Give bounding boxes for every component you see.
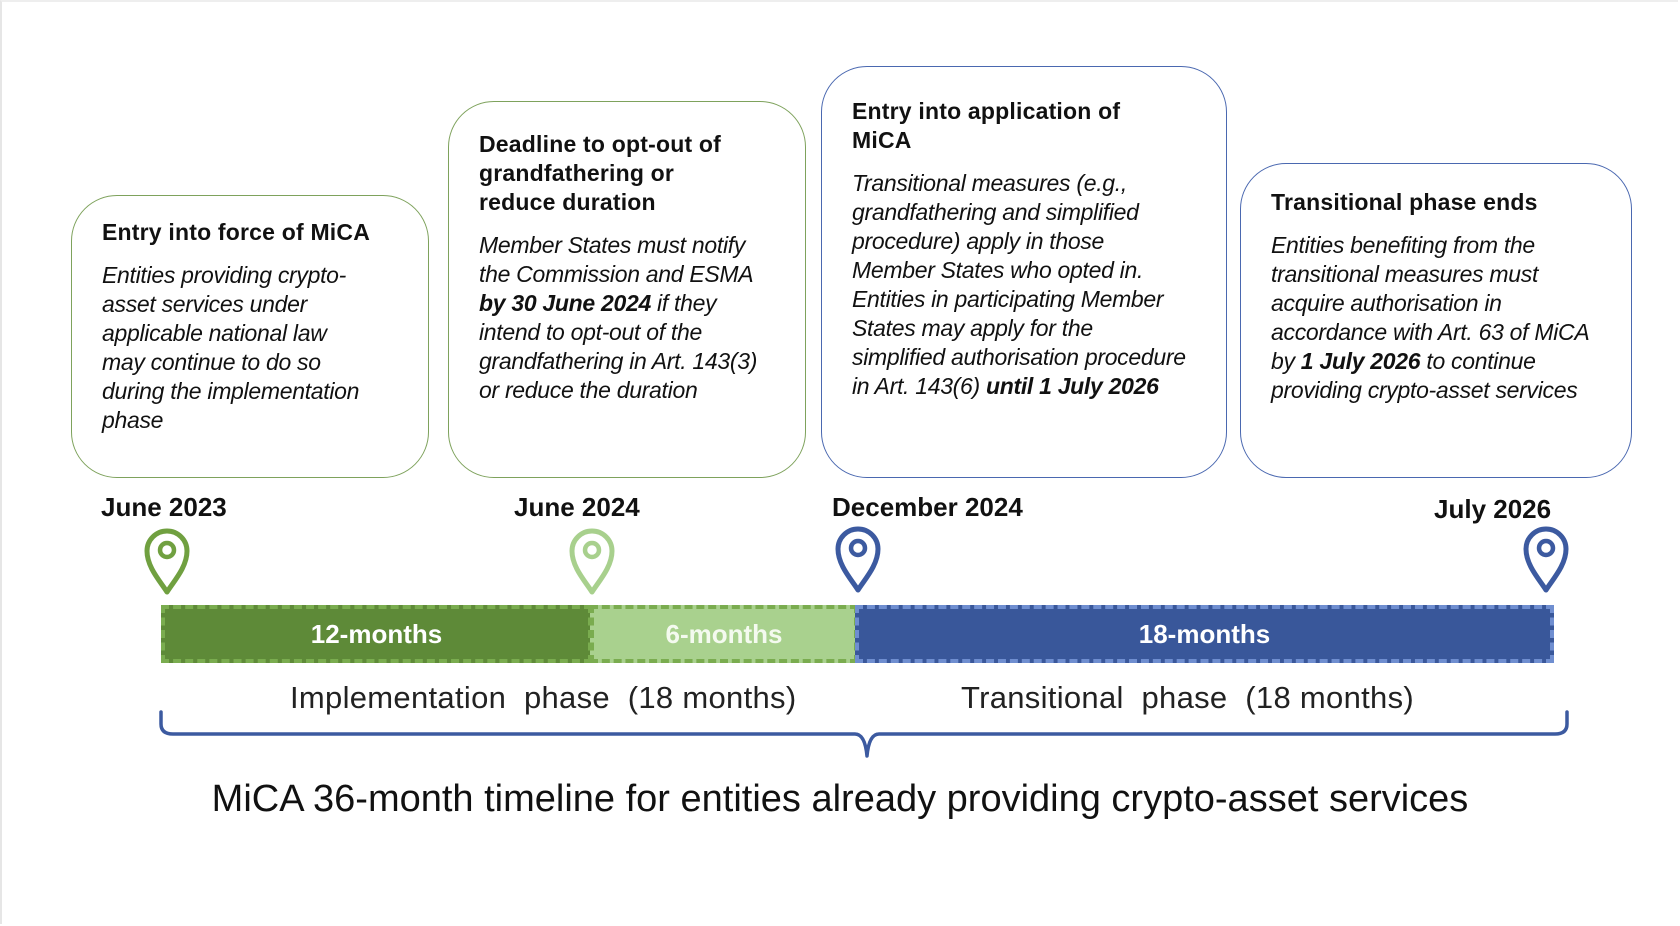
- card-body-text: Member States must notify the Commission…: [479, 232, 753, 287]
- timeline-segment-6-months: 6-months: [590, 605, 858, 663]
- location-pin-icon: [1523, 526, 1569, 593]
- implementation-phase-label: Implementation phase (18 months): [290, 680, 797, 715]
- card-title: Transitional phase ends: [1271, 189, 1538, 215]
- card-title: Entry into application of MiCA: [852, 97, 1190, 155]
- card-body-text: Transitional measures (e.g., grandfather…: [852, 170, 1186, 399]
- card-body-emphasis: until 1 July 2026: [985, 373, 1159, 399]
- card-title-line: grandfathering or: [479, 160, 675, 186]
- milestone-date-december-2024: December 2024: [832, 492, 1023, 522]
- milestone-date-july-2026: July 2026: [1434, 494, 1552, 524]
- location-pin-icon: [144, 528, 190, 595]
- card-body: Member States must notify the Commission…: [479, 231, 771, 405]
- card-transitional-phase-ends: Transitional phase ends Entities benefit…: [1240, 163, 1632, 478]
- card-body-line: may continue to do so: [102, 349, 321, 375]
- card-title: Deadline to opt-out of grandfathering or…: [479, 130, 771, 217]
- location-pin-icon: [569, 528, 615, 595]
- timeline-segment-12-months: 12-months: [161, 605, 592, 663]
- card-body: Entities benefiting from the transitiona…: [1271, 231, 1591, 405]
- card-body-text: Entities benefiting from the transitiona…: [1271, 232, 1589, 374]
- card-body-emphasis: 1 July 2026: [1300, 348, 1421, 374]
- timeline-brace: [159, 710, 1569, 758]
- transitional-phase-label: Transitional phase (18 months): [961, 680, 1414, 715]
- card-body-text: to continue providing crypto-asset servi…: [1271, 348, 1578, 403]
- card-title-line: MiCA: [852, 127, 912, 153]
- card-title: Entry into force of MiCA: [102, 219, 371, 245]
- card-body-line: during the implementation: [102, 378, 360, 404]
- card-body-line: asset services under: [102, 291, 307, 317]
- milestone-date-june-2024: June 2024: [514, 492, 640, 522]
- card-body-line: phase: [102, 407, 164, 433]
- location-pin-icon: [835, 526, 881, 593]
- card-entry-into-force: Entry into force of MiCA Entities provid…: [71, 195, 429, 478]
- card-title-line: reduce duration: [479, 189, 656, 215]
- card-opt-out-deadline: Deadline to opt-out of grandfathering or…: [448, 101, 806, 478]
- card-title-line: Deadline to opt-out of: [479, 131, 722, 157]
- card-title-line: Entry into application of: [852, 98, 1121, 124]
- card-body: Entities providing crypto- asset service…: [102, 261, 398, 435]
- card-body-text: if they intend to opt-out of the grandfa…: [479, 290, 758, 403]
- card-body: Transitional measures (e.g., grandfather…: [852, 169, 1190, 401]
- milestone-date-june-2023: June 2023: [101, 492, 227, 522]
- card-body-emphasis: by 30 June 2024: [479, 290, 651, 316]
- timeline-segment-18-months: 18-months: [855, 605, 1554, 663]
- figure-caption: MiCA 36-month timeline for entities alre…: [211, 778, 1469, 820]
- card-entry-into-application: Entry into application of MiCA Transitio…: [821, 66, 1227, 478]
- card-body-line: applicable national law: [102, 320, 327, 346]
- card-body-line: Entities providing crypto-: [102, 262, 347, 288]
